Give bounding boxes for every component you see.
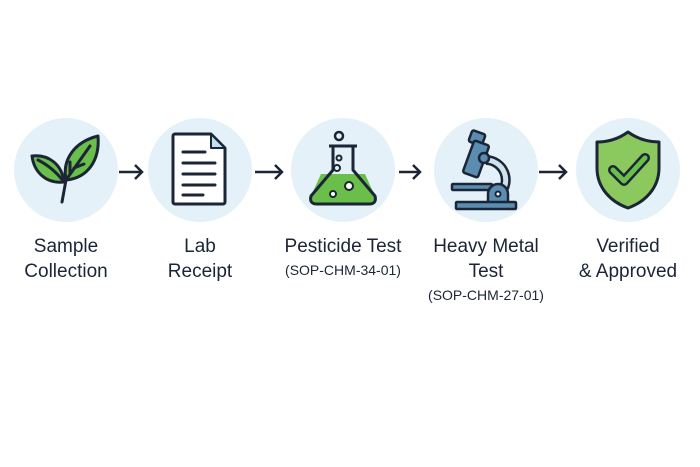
step-label: Pesticide Test (SOP-CHM-34-01) (268, 234, 418, 281)
step-circle (14, 118, 118, 222)
step-title-line: Collection (24, 261, 108, 282)
arrow-right-icon (399, 164, 422, 180)
step-circle (291, 118, 395, 222)
step-sop-code: (SOP-CHM-34-01) (285, 262, 401, 278)
step-title-line: Heavy Metal (433, 236, 539, 257)
step-title-line: Pesticide Test (284, 236, 402, 257)
step-lab-receipt: Lab Receipt (125, 118, 275, 284)
step-title-line: & Approved (578, 261, 678, 282)
step-sop-code: (SOP-CHM-27-01) (428, 287, 544, 303)
step-title-line: Test (468, 261, 504, 282)
step-circle (148, 118, 252, 222)
leaf-icon (30, 134, 100, 204)
document-icon (171, 132, 227, 206)
step-title-line: Sample (33, 236, 99, 257)
step-title-line: Verified (596, 236, 660, 257)
step-sample-collection: Sample Collection (0, 118, 141, 284)
step-pesticide-test: Pesticide Test (SOP-CHM-34-01) (268, 118, 418, 281)
shield-check-icon (595, 130, 661, 210)
step-label: Heavy Metal Test (SOP-CHM-27-01) (411, 234, 561, 306)
arrow-right-icon (539, 164, 568, 180)
step-title-line: Receipt (167, 261, 233, 282)
step-verified-approved: Verified & Approved (553, 118, 700, 284)
flask-icon (309, 130, 377, 206)
step-label: Lab Receipt (125, 234, 275, 284)
step-heavy-metal-test: Heavy Metal Test (SOP-CHM-27-01) (411, 118, 561, 306)
step-title-line: Lab (184, 236, 216, 257)
arrow-right-icon (255, 164, 284, 180)
arrow-right-icon (119, 164, 144, 180)
microscope-icon (450, 129, 518, 211)
step-circle (434, 118, 538, 222)
step-circle (576, 118, 680, 222)
step-label: Verified & Approved (553, 234, 700, 284)
step-label: Sample Collection (0, 234, 141, 284)
